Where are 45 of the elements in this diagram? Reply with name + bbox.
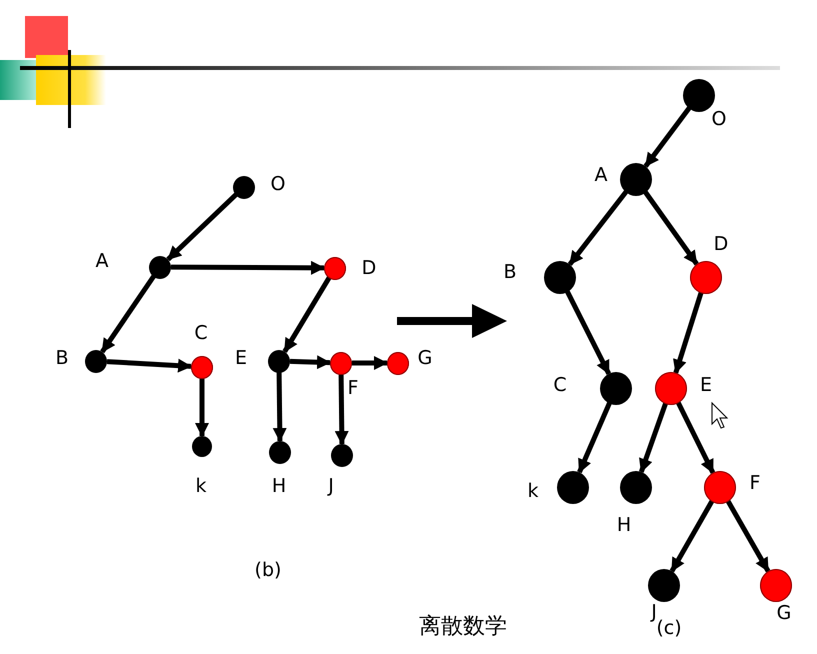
- arrow: [195, 378, 209, 437]
- arrow: [676, 401, 716, 474]
- node-label: C: [194, 322, 208, 344]
- node-label: k: [196, 475, 206, 497]
- arrow: [643, 190, 699, 266]
- node-label: J: [651, 601, 657, 623]
- arrow: [670, 500, 714, 572]
- arrow: [564, 290, 612, 375]
- caption-label: (c): [656, 617, 682, 639]
- arrow: [673, 292, 704, 374]
- arrow: [100, 274, 156, 354]
- node-label: J: [328, 475, 334, 497]
- caption-label: 离散数学: [419, 616, 507, 638]
- node-label: A: [594, 164, 608, 186]
- node-label: H: [616, 514, 632, 536]
- node-label: O: [270, 173, 286, 195]
- node-label: O: [712, 108, 726, 130]
- arrow: [352, 356, 388, 370]
- arrow: [644, 106, 692, 168]
- arrow: [568, 190, 628, 266]
- node-label: F: [348, 377, 358, 399]
- node-label: H: [272, 475, 286, 497]
- arrow: [577, 402, 612, 474]
- arrow: [166, 192, 238, 262]
- caption-label: (b): [254, 559, 282, 581]
- node-label: B: [55, 347, 69, 369]
- node-label: C: [553, 374, 567, 396]
- node-label: E: [235, 347, 247, 369]
- arrow: [290, 355, 331, 370]
- node-label: D: [362, 257, 376, 279]
- node-label: F: [750, 472, 760, 494]
- arrow: [106, 358, 192, 373]
- arrow: [726, 500, 770, 572]
- node-label: D: [714, 233, 728, 255]
- arrow: [272, 372, 287, 442]
- arrow: [334, 374, 349, 445]
- arrow: [638, 402, 668, 473]
- node-label: k: [528, 480, 538, 502]
- arrow: [282, 276, 332, 353]
- arrow: [170, 260, 325, 275]
- node-label: E: [700, 374, 712, 396]
- node-label: B: [503, 261, 517, 283]
- node-label: A: [96, 250, 108, 272]
- node-label: G: [776, 602, 792, 624]
- node-label: G: [418, 347, 432, 369]
